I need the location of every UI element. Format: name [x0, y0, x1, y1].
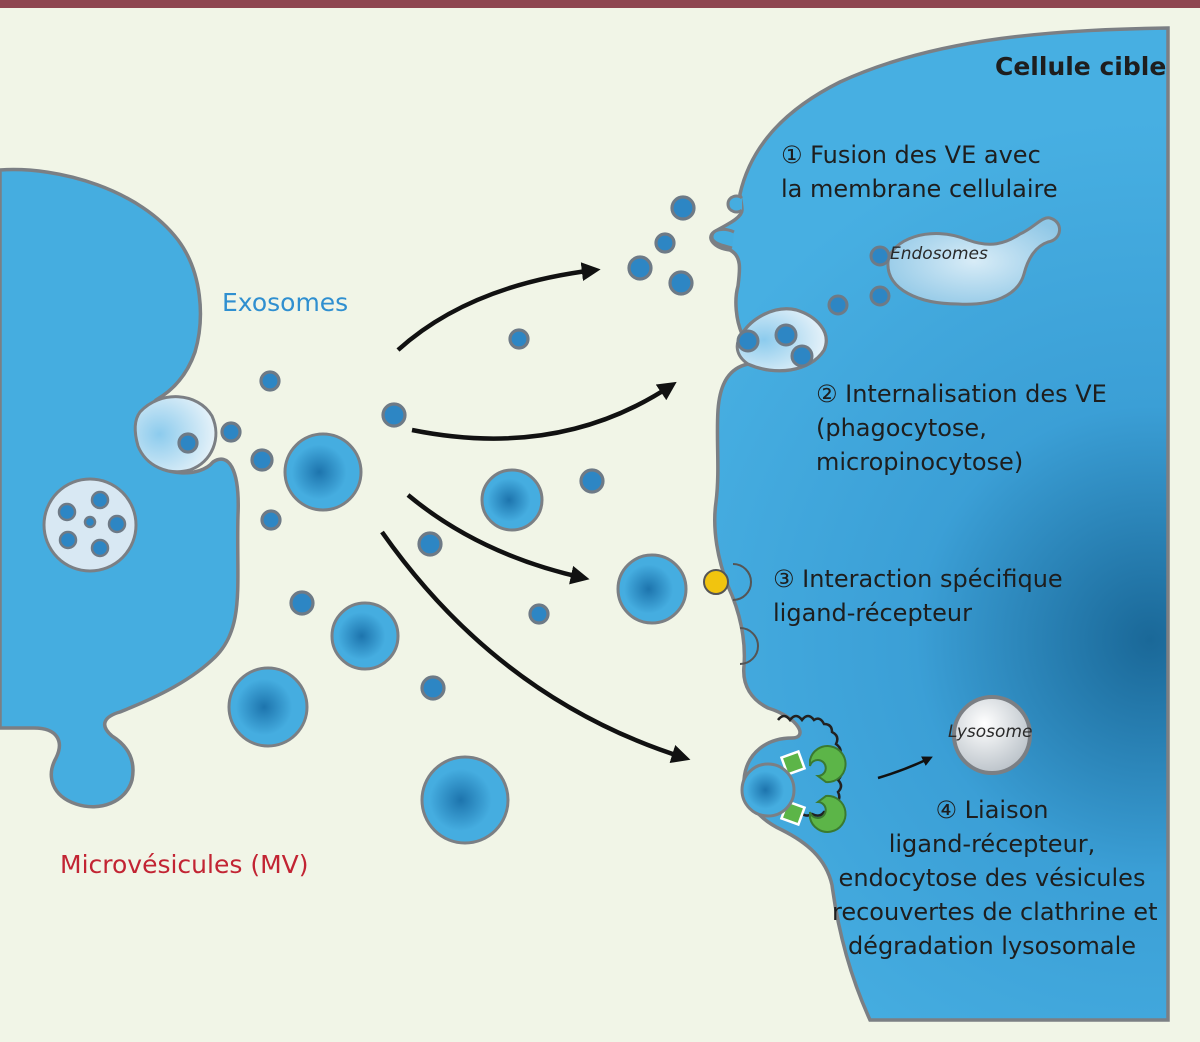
internalised-vesicles	[827, 285, 891, 316]
step-3-line: ligand-récepteur	[773, 599, 972, 627]
mvb-inner-vesicles	[57, 490, 127, 558]
microvesicles	[227, 432, 544, 845]
endosome	[886, 216, 1061, 306]
step-2-label: ② Internalisation des VE (phagocytose, m…	[816, 377, 1107, 479]
step-3-label: ③ Interaction spécifique ligand-récepteu…	[773, 562, 1063, 630]
small-vesicles	[177, 195, 696, 701]
yellow-ligands	[703, 563, 759, 665]
step-4-line: recouvertes de clathrine et	[832, 898, 1158, 926]
lysosome-label: Lysosome	[948, 722, 1033, 742]
uptake-arrows	[380, 262, 691, 764]
endosome-vesicle	[869, 245, 891, 267]
step-3-line: ③ Interaction spécifique	[773, 565, 1063, 593]
target-cell-label: Cellule cible	[995, 52, 1167, 81]
pocket-vesicles	[736, 323, 814, 368]
green-receptors	[779, 745, 847, 833]
step-4-line: endocytose des vésicules	[838, 864, 1146, 892]
membrane-bud	[726, 194, 744, 214]
step-2-line: ② Internalisation des VE	[816, 380, 1107, 408]
endosomes-label: Endosomes	[890, 244, 988, 264]
step-1-line: ① Fusion des VE avec	[781, 141, 1041, 169]
ligand-vesicle	[616, 553, 688, 625]
step-2-line: micropinocytose)	[816, 448, 1024, 476]
step-1-line: la membrane cellulaire	[781, 175, 1058, 203]
header-bar	[0, 0, 1200, 8]
membrane-bud	[710, 227, 735, 250]
budding-vesicle	[133, 395, 218, 474]
step-4-line: dégradation lysosomale	[847, 932, 1137, 960]
lysosome	[952, 695, 1032, 775]
lysosome-arrow	[877, 756, 933, 780]
step-4-line: ligand-récepteur,	[888, 830, 1096, 858]
step-4-line: ④ Liaison	[935, 796, 1049, 824]
microvesicles-label: Microvésicules (MV)	[60, 850, 309, 879]
step-4-label: ④ Liaison ligand-récepteur, endocytose d…	[832, 793, 1158, 963]
exosomes-label: Exosomes	[222, 288, 349, 317]
step-1-label: ① Fusion des VE avec la membrane cellula…	[781, 138, 1058, 206]
step-2-line: (phagocytose,	[816, 414, 987, 442]
clathrin-bound-vesicle	[740, 762, 796, 818]
